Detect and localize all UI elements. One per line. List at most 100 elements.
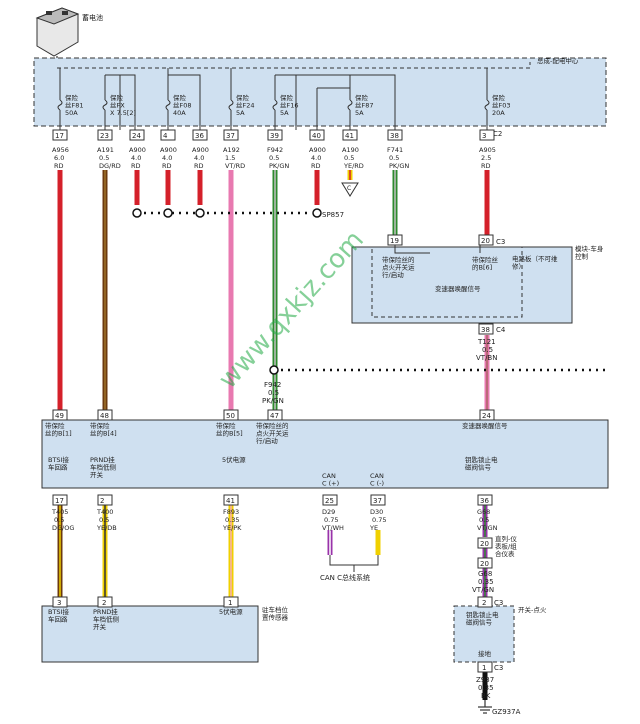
f942-branch-gauge: 0.5 — [268, 389, 279, 397]
pdc-pin: 17 — [55, 132, 64, 140]
wire-code: A905 — [479, 146, 496, 154]
fuse-icon — [165, 99, 171, 111]
pdc-connector-label: C2 — [493, 130, 502, 138]
inline-pin-top: 20 — [480, 540, 489, 548]
sensor-text: PRND挂车档低侧开关 — [93, 607, 119, 631]
z937-color: BK — [481, 692, 491, 700]
fuse-icon — [102, 99, 108, 111]
wire-color: DG/OG — [52, 524, 74, 532]
tcm-mid-label: 5伏电源 — [222, 455, 246, 464]
pdc-pin: 36 — [195, 132, 204, 140]
pdc-pin: 4 — [163, 132, 168, 140]
wire-code: A900 — [160, 146, 177, 154]
bcm-pin-19: 19 — [390, 237, 399, 245]
fuse-icon — [228, 99, 234, 111]
tcm-top-label: 带保险丝的B[1] — [45, 421, 72, 438]
ign-pin-bottom: 1 — [482, 664, 486, 672]
pdc-pin: 40 — [312, 132, 321, 140]
wire-gauge: 4.0 — [162, 154, 172, 162]
watermark: www.qxkjz.com — [213, 225, 370, 395]
wire-gauge: 0.5 — [99, 516, 109, 524]
splice-dot — [195, 208, 205, 218]
bcm-sub-label: 电路板（不可维修） — [512, 254, 558, 271]
bcm-out-connector: C4 — [496, 326, 506, 334]
wire-code: F741 — [387, 146, 403, 154]
wire-code: A190 — [342, 146, 359, 154]
sensor-pin: 3 — [57, 599, 61, 607]
tcm-mid-label: 钥匙锁止电磁阀信号 — [465, 455, 498, 472]
splice-dot — [163, 208, 173, 218]
pdc-pin: 37 — [226, 132, 235, 140]
ign-conn-top: C3 — [494, 599, 503, 607]
wire-code: T400 — [96, 508, 113, 516]
wire-color: RD — [54, 162, 64, 170]
wire-gauge: 0.5 — [269, 154, 279, 162]
inline-pin-bottom: 20 — [480, 560, 489, 568]
splice-dot — [132, 208, 142, 218]
wire-gauge: 4.0 — [311, 154, 321, 162]
wire-gauge: 4.0 — [131, 154, 141, 162]
wire-gauge: 0.5 — [54, 516, 64, 524]
tcm-pin-bottom: 37 — [373, 497, 382, 505]
tcm-top-label: 带保险丝的B[4] — [90, 421, 117, 438]
wire-color: YE/DB — [96, 524, 117, 532]
bcm-text-1: 带保险丝的点火开关运行/启动 — [382, 255, 415, 279]
sensor-text: 5伏电源 — [219, 607, 243, 616]
wire-gauge: 0.75 — [324, 516, 338, 524]
sensor-box — [41, 605, 259, 663]
pdc-pin: 24 — [132, 132, 141, 140]
wire-color: RD — [311, 162, 321, 170]
sensor-text: BTSI接车回路 — [48, 607, 69, 624]
wire-code: A900 — [129, 146, 146, 154]
ign-pin-top: 2 — [482, 599, 486, 607]
wire-code: A191 — [97, 146, 114, 154]
wire-gauge: 0.5 — [389, 154, 399, 162]
connector-triangle — [341, 182, 359, 197]
t121-code: T121 — [477, 338, 496, 346]
wire-code: A900 — [192, 146, 209, 154]
g68-2-color: VT/GN — [472, 586, 494, 594]
wire-code: F942 — [267, 146, 283, 154]
pdc-pin: 39 — [270, 132, 279, 140]
f942-branch-color: PK/GN — [262, 397, 284, 405]
splice-dot — [312, 208, 322, 218]
wire-code: D29 — [322, 508, 335, 516]
sensor-label: 驻车档位置传感器 — [262, 605, 289, 622]
wire-gauge: 2.5 — [481, 154, 491, 162]
tcm-top-label: 变速器唤醒信号 — [462, 421, 508, 430]
tcm-pin-bottom: 41 — [226, 497, 235, 505]
tcm-pin-bottom: 25 — [325, 497, 334, 505]
bcm-text-3: 变速器唤醒信号 — [435, 284, 481, 293]
tcm-pin-top: 47 — [270, 412, 279, 420]
splice-label: SP857 — [322, 211, 344, 219]
tcm-pin-top: 50 — [226, 412, 235, 420]
z937-code: Z937 — [476, 676, 494, 684]
wire-color: RD — [481, 162, 491, 170]
g68-2-code: G68 — [478, 570, 492, 578]
can-bus-label: CAN C总线系统 — [320, 573, 370, 582]
tcm-mid-label: BTSI接车回路 — [48, 455, 69, 472]
tcm-pin-bottom: 36 — [480, 497, 489, 505]
splice-conn-letter: C — [347, 185, 351, 192]
bcm-pin-20: 20 — [481, 237, 490, 245]
wire-code: F893 — [223, 508, 239, 516]
wire-gauge: 1.5 — [225, 154, 235, 162]
wire-gauge: 6.0 — [54, 154, 64, 162]
t121-color: VT/BN — [476, 354, 497, 362]
f942-branch-code: F942 — [264, 381, 281, 389]
f942-splice-dot — [269, 365, 279, 375]
wire-code: A900 — [309, 146, 326, 154]
ign-conn-bottom: C3 — [494, 664, 503, 672]
wire-gauge: 0.5 — [99, 154, 109, 162]
fuse-icon — [484, 99, 490, 111]
ign-text: 钥匙锁止电磁阀信号 — [466, 610, 499, 627]
g68-2-gauge: 0.35 — [478, 578, 494, 586]
wire-color: PK/GN — [389, 162, 409, 170]
